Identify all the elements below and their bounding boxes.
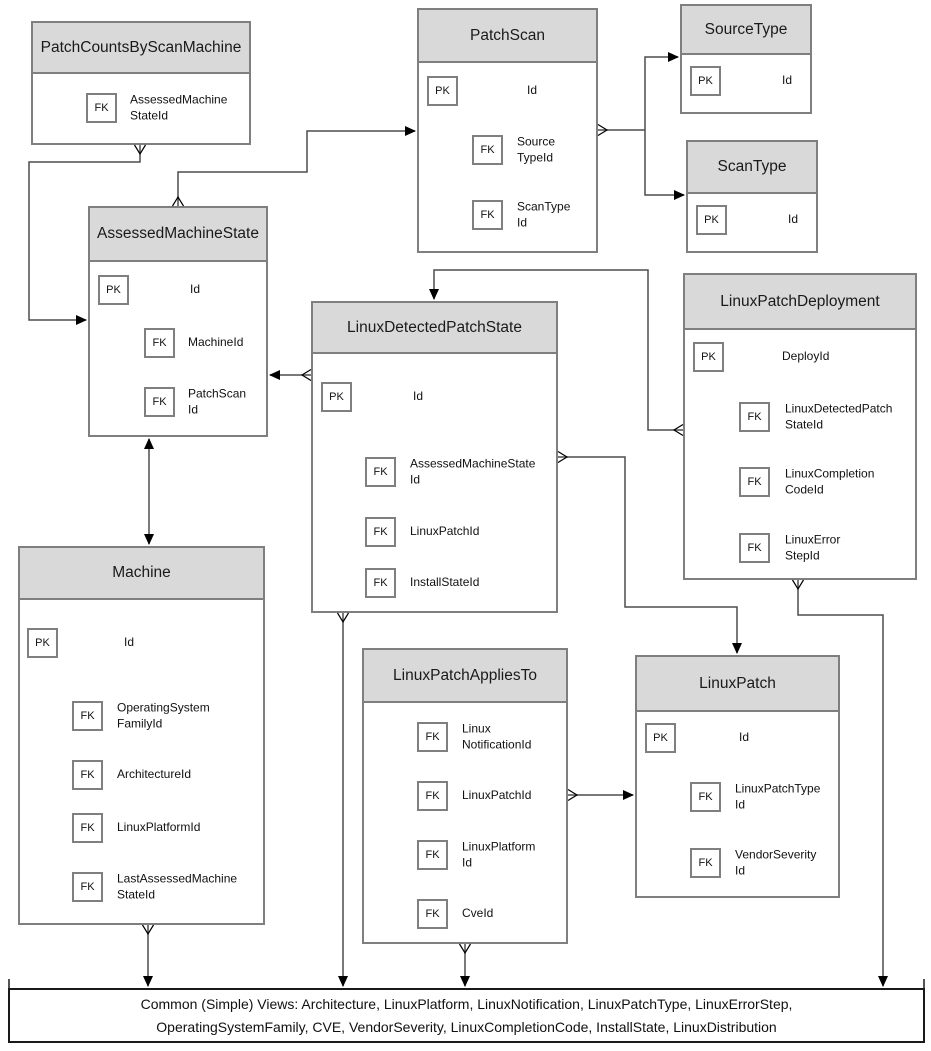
fk-badge: FK: [690, 782, 721, 812]
fk-badge: FK: [365, 568, 396, 598]
field-label: AssessedMachineState Id: [410, 456, 536, 486]
fk-badge: FK: [144, 387, 175, 417]
table-title: LinuxPatchAppliesTo: [393, 666, 537, 684]
field-label: Linux NotificationId: [462, 721, 532, 751]
field-label: VendorSeverity Id: [735, 847, 817, 877]
pk-badge: PK: [690, 66, 721, 96]
pk-badge: PK: [98, 275, 129, 305]
fk-badge: FK: [417, 781, 448, 811]
fk-badge: FK: [417, 840, 448, 870]
table-header: AssessedMachineState: [90, 208, 266, 262]
pk-badge: PK: [693, 342, 724, 372]
table-scantype[interactable]: ScanType PK Id: [686, 140, 818, 253]
field-label: CveId: [462, 906, 494, 921]
table-title: SourceType: [704, 20, 788, 38]
table-title: LinuxPatch: [699, 674, 776, 692]
fk-badge: FK: [144, 328, 175, 358]
field-label: LinuxPatchType Id: [735, 781, 821, 811]
fk-badge: FK: [417, 899, 448, 929]
fk-badge: FK: [739, 402, 770, 432]
field-label: LinuxCompletion CodeId: [785, 466, 875, 496]
common-views-line1: Common (Simple) Views: Architecture, Lin…: [140, 996, 793, 1013]
field-label: Id: [190, 282, 201, 297]
common-views-bar: Common (Simple) Views: Architecture, Lin…: [8, 988, 925, 1043]
field-label: LinuxPatchId: [462, 788, 532, 803]
table-linuxdetectedpatchstate[interactable]: LinuxDetectedPatchState PK Id FK AssessedM…: [311, 301, 558, 613]
pk-badge: PK: [427, 76, 458, 106]
field-label: LinuxPlatformId: [117, 820, 201, 835]
field-label: ScanType Id: [517, 199, 571, 229]
field-label: LinuxError StepId: [785, 532, 841, 562]
field-label: ArchitectureId: [117, 767, 192, 782]
field-label: InstallStateId: [410, 575, 480, 590]
common-views-line2: OperatingSystemFamily, CVE, VendorSeveri…: [156, 1018, 777, 1035]
table-linuxpatch[interactable]: LinuxPatch PK Id FK LinuxPatchType Id FK Ve…: [635, 655, 840, 898]
fk-badge: FK: [417, 722, 448, 752]
table-title: Machine: [112, 564, 171, 581]
field-label: DeployId: [782, 349, 830, 364]
table-patchscan[interactable]: PatchScan PK Id FK Source TypeId FK ScanTyp…: [417, 8, 598, 253]
table-linuxpatchappliesto[interactable]: LinuxPatchAppliesTo FK Linux Notification…: [362, 648, 568, 944]
field-label: LinuxPlatform Id: [462, 839, 536, 869]
field-label: Id: [788, 212, 799, 227]
field-label: LastAssessedMachine StateId: [117, 871, 238, 901]
table-title: AssessedMachineState: [97, 225, 259, 242]
pk-badge: PK: [321, 382, 352, 412]
field-label: Id: [527, 83, 538, 98]
fk-badge: FK: [739, 467, 770, 497]
rel-patchscan-sourcetype: [644, 52, 679, 130]
field-label: Id: [124, 635, 135, 650]
table-header: LinuxPatchDeployment: [685, 275, 915, 330]
fk-badge: FK: [472, 135, 503, 165]
pk-badge: PK: [696, 205, 727, 235]
table-title: PatchScan: [470, 26, 545, 44]
table-sourcetype[interactable]: SourceType PK Id: [680, 4, 812, 114]
fk-badge: FK: [86, 93, 117, 123]
pk-badge: PK: [645, 723, 676, 753]
field-label: LinuxDetectedPatch StateId: [785, 401, 893, 431]
table-header: SourceType: [682, 6, 810, 55]
table-header: ScanType: [688, 142, 816, 194]
table-header: PatchCountsByScanMachine: [33, 23, 249, 74]
table-title: PatchCountsByScanMachine: [40, 38, 242, 56]
table-header: LinuxDetectedPatchState: [313, 303, 556, 354]
table-title: LinuxDetectedPatchState: [347, 318, 522, 336]
fk-badge: FK: [472, 200, 503, 230]
fk-badge: FK: [72, 813, 103, 843]
fk-badge: FK: [72, 701, 103, 731]
table-linuxpatchdeployment[interactable]: LinuxPatchDeployment PK DeployId FK LinuxD…: [683, 273, 917, 580]
fk-badge: FK: [739, 533, 770, 563]
table-title: ScanType: [717, 158, 787, 175]
table-title: LinuxPatchDeployment: [720, 292, 880, 310]
fk-badge: FK: [365, 457, 396, 487]
rel-patchscan-scantype: [644, 130, 685, 200]
field-label: Source TypeId: [517, 134, 556, 164]
table-patchcountsbyscanmachine[interactable]: PatchCountsByScanMachine FK AssessedMachi…: [31, 21, 251, 145]
table-header: Machine: [20, 548, 263, 600]
field-label: Id: [782, 73, 793, 88]
pk-badge: PK: [27, 628, 58, 658]
field-label: MachineId: [188, 335, 244, 350]
fk-badge: FK: [690, 848, 721, 878]
table-assessedmachinestate[interactable]: AssessedMachineState PK Id FK MachineId FK…: [88, 206, 268, 437]
field-label: Id: [739, 730, 750, 745]
table-header: LinuxPatch: [637, 657, 838, 712]
fk-badge: FK: [365, 517, 396, 547]
field-label: OperatingSystem FamilyId: [117, 700, 210, 730]
table-header: LinuxPatchAppliesTo: [364, 650, 566, 703]
field-label: AssessedMachine StateId: [130, 92, 228, 122]
table-header: PatchScan: [419, 10, 596, 63]
field-label: Id: [413, 389, 424, 404]
fk-badge: FK: [72, 760, 103, 790]
field-label: PatchScan Id: [188, 386, 247, 416]
field-label: LinuxPatchId: [410, 524, 480, 539]
fk-badge: FK: [72, 872, 103, 902]
